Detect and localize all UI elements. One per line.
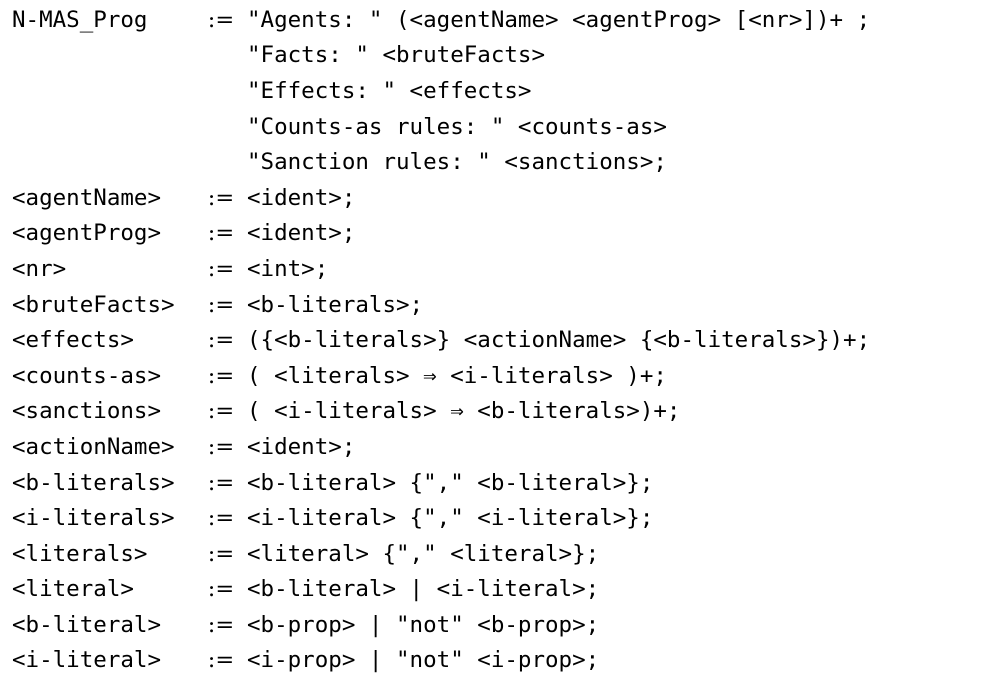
- grammar-rule: "Effects: " <effects>: [12, 73, 870, 109]
- grammar-rule: N-MAS_Prog := "Agents: " (<agentName> <age…: [12, 2, 870, 38]
- grammar-rule: <effects> := ({<b-literals>} <actionName> …: [12, 322, 870, 358]
- grammar-rule: <b-literals> := <b-literal> {"," <b-litera…: [12, 465, 870, 501]
- rule-lhs: <bruteFacts>: [12, 291, 175, 318]
- rule-rhs: <int>;: [247, 255, 329, 282]
- rule-lhs: <effects>: [12, 327, 134, 354]
- rule-rhs: <ident>;: [247, 220, 356, 247]
- rule-rhs: ( <i-literals> ⇒ <b-literals>)+;: [247, 398, 681, 425]
- rule-lhs: <i-literal>: [12, 647, 162, 674]
- rule-lhs: <actionName>: [12, 433, 175, 460]
- rule-lhs: <agentProg>: [12, 220, 162, 247]
- grammar-rule: <literal> := <b-literal> | <i-literal>;: [12, 572, 870, 608]
- rule-rhs: <b-literals>;: [247, 291, 424, 318]
- grammar-rule: <literals> := <literal> {"," <literal>};: [12, 536, 870, 572]
- rule-rhs: <i-literal> {"," <i-literal>};: [247, 505, 654, 532]
- rule-rhs: <b-prop> | "not" <b-prop>;: [247, 611, 600, 638]
- rule-rhs: "Agents: " (<agentName> <agentProg> [<nr…: [247, 6, 871, 33]
- grammar-rule: <i-literals> := <i-literal> {"," <i-litera…: [12, 500, 870, 536]
- grammar-rule: <b-literal> := <b-prop> | "not" <b-prop>;: [12, 607, 870, 643]
- assign-symbol: :=: [207, 6, 235, 33]
- rule-rhs: <i-prop> | "not" <i-prop>;: [247, 647, 600, 674]
- rule-rhs: <b-literal> {"," <b-literal>};: [247, 469, 654, 496]
- rule-rhs: <b-literal> | <i-literal>;: [247, 576, 600, 603]
- rule-rhs: "Effects: " <effects>: [247, 77, 532, 104]
- grammar-rule: <i-literal> := <i-prop> | "not" <i-prop>;: [12, 643, 870, 679]
- rule-lhs: N-MAS_Prog: [12, 6, 148, 33]
- rule-lhs: <nr>: [12, 255, 67, 282]
- rule-rhs: <literal> {"," <literal>};: [247, 540, 600, 567]
- rule-lhs: <agentName>: [12, 184, 162, 211]
- assign-symbol: :=: [207, 611, 235, 638]
- assign-symbol: :=: [207, 576, 235, 603]
- rule-lhs: <counts-as>: [12, 362, 162, 389]
- grammar-rule: <counts-as> := ( <literals> ⇒ <i-literals>…: [12, 358, 870, 394]
- rule-lhs: <literal>: [12, 576, 134, 603]
- rule-rhs: "Sanction rules: " <sanctions>;: [247, 149, 667, 176]
- grammar-listing: N-MAS_Prog := "Agents: " (<agentName> <age…: [12, 2, 870, 678]
- rule-rhs: <ident>;: [247, 184, 356, 211]
- assign-symbol: :=: [207, 469, 235, 496]
- grammar-rule: <sanctions> := ( <i-literals> ⇒ <b-literal…: [12, 394, 870, 430]
- grammar-rule: "Sanction rules: " <sanctions>;: [12, 144, 870, 180]
- rule-rhs: "Counts-as rules: " <counts-as>: [247, 113, 667, 140]
- grammar-rule: <bruteFacts> := <b-literals>;: [12, 287, 870, 323]
- assign-symbol: :=: [207, 184, 235, 211]
- grammar-rule: <agentProg> := <ident>;: [12, 216, 870, 252]
- assign-symbol: :=: [207, 255, 235, 282]
- assign-symbol: :=: [207, 327, 235, 354]
- grammar-rule: "Facts: " <bruteFacts>: [12, 38, 870, 74]
- assign-symbol: :=: [207, 540, 235, 567]
- rule-rhs: ( <literals> ⇒ <i-literals> )+;: [247, 362, 667, 389]
- rule-lhs: <b-literals>: [12, 469, 175, 496]
- assign-symbol: :=: [207, 291, 235, 318]
- rule-rhs: ({<b-literals>} <actionName> {<b-literal…: [247, 327, 871, 354]
- grammar-rule: <nr> := <int>;: [12, 251, 870, 287]
- grammar-rule: <actionName> := <ident>;: [12, 429, 870, 465]
- assign-symbol: :=: [207, 505, 235, 532]
- rule-rhs: <ident>;: [247, 433, 356, 460]
- rule-rhs: "Facts: " <bruteFacts>: [247, 42, 546, 69]
- rule-lhs: <i-literals>: [12, 505, 175, 532]
- grammar-rule: <agentName> := <ident>;: [12, 180, 870, 216]
- grammar-rule: "Counts-as rules: " <counts-as>: [12, 109, 870, 145]
- rule-lhs: <literals>: [12, 540, 148, 567]
- assign-symbol: :=: [207, 647, 235, 674]
- assign-symbol: :=: [207, 220, 235, 247]
- rule-lhs: <sanctions>: [12, 398, 162, 425]
- assign-symbol: :=: [207, 398, 235, 425]
- rule-lhs: <b-literal>: [12, 611, 162, 638]
- assign-symbol: :=: [207, 433, 235, 460]
- assign-symbol: :=: [207, 362, 235, 389]
